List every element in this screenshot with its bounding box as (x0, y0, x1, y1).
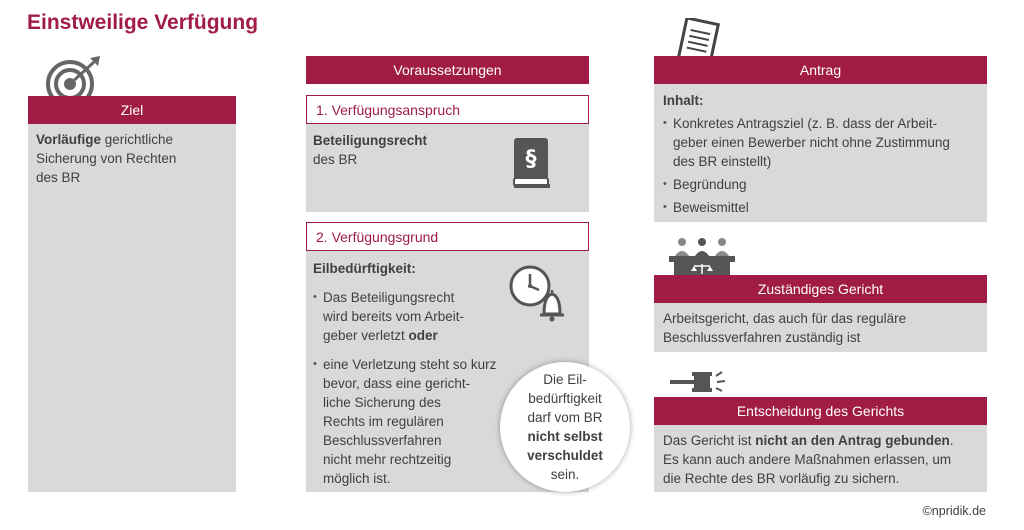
grund-bullet-1: Das Beteiligungsrecht wird bereits vom A… (313, 288, 523, 345)
gericht-header: Zuständiges Gericht (654, 275, 987, 303)
ziel-text: Vorläufige gerichtliche Sicherung von Re… (36, 132, 177, 185)
anspruch-subheader: 1. Verfügungsanspruch (306, 95, 589, 124)
svg-text:§: § (526, 147, 537, 172)
gericht-panel (654, 303, 987, 352)
note-bubble: Die Eil- bedürftigkeit darf vom BR nicht… (500, 362, 630, 492)
antrag-header: Antrag (654, 56, 987, 84)
law-book-icon: § (513, 138, 550, 188)
ziel-header: Ziel (28, 96, 236, 124)
grund-bullets: Das Beteiligungsrecht wird bereits vom A… (313, 288, 523, 488)
ziel-panel (28, 124, 236, 492)
court-bench-icon (669, 238, 735, 276)
antrag-item-3: Beweismittel (663, 198, 983, 217)
antrag-inhalt: Inhalt: (663, 93, 704, 108)
page-title: Einstweilige Verfügung (27, 11, 259, 34)
antrag-item-2: Begründung (663, 175, 983, 194)
grund-subheader: 2. Verfügungsgrund (306, 222, 589, 251)
antrag-list: Konkretes Antragsziel (z. B. dass der Ar… (663, 114, 983, 217)
anspruch-text: Beteiligungsrecht des BR (313, 133, 428, 167)
entscheidung-panel (654, 425, 987, 492)
grund-heading: Eilbedürftigkeit: (313, 261, 416, 276)
voraussetzungen-header: Voraussetzungen (306, 56, 589, 84)
gericht-text: Arbeitsgericht, das auch für das regulär… (663, 311, 907, 345)
antrag-item-1: Konkretes Antragsziel (z. B. dass der Ar… (663, 114, 983, 171)
copyright: ©npridik.de (922, 504, 986, 518)
entscheidung-header: Entscheidung des Gerichts (654, 397, 987, 425)
grund-bullet-2: eine Verletzung steht so kurz bevor, das… (313, 355, 523, 488)
entscheidung-text: Das Gericht ist nicht an den Antrag gebu… (663, 433, 954, 486)
